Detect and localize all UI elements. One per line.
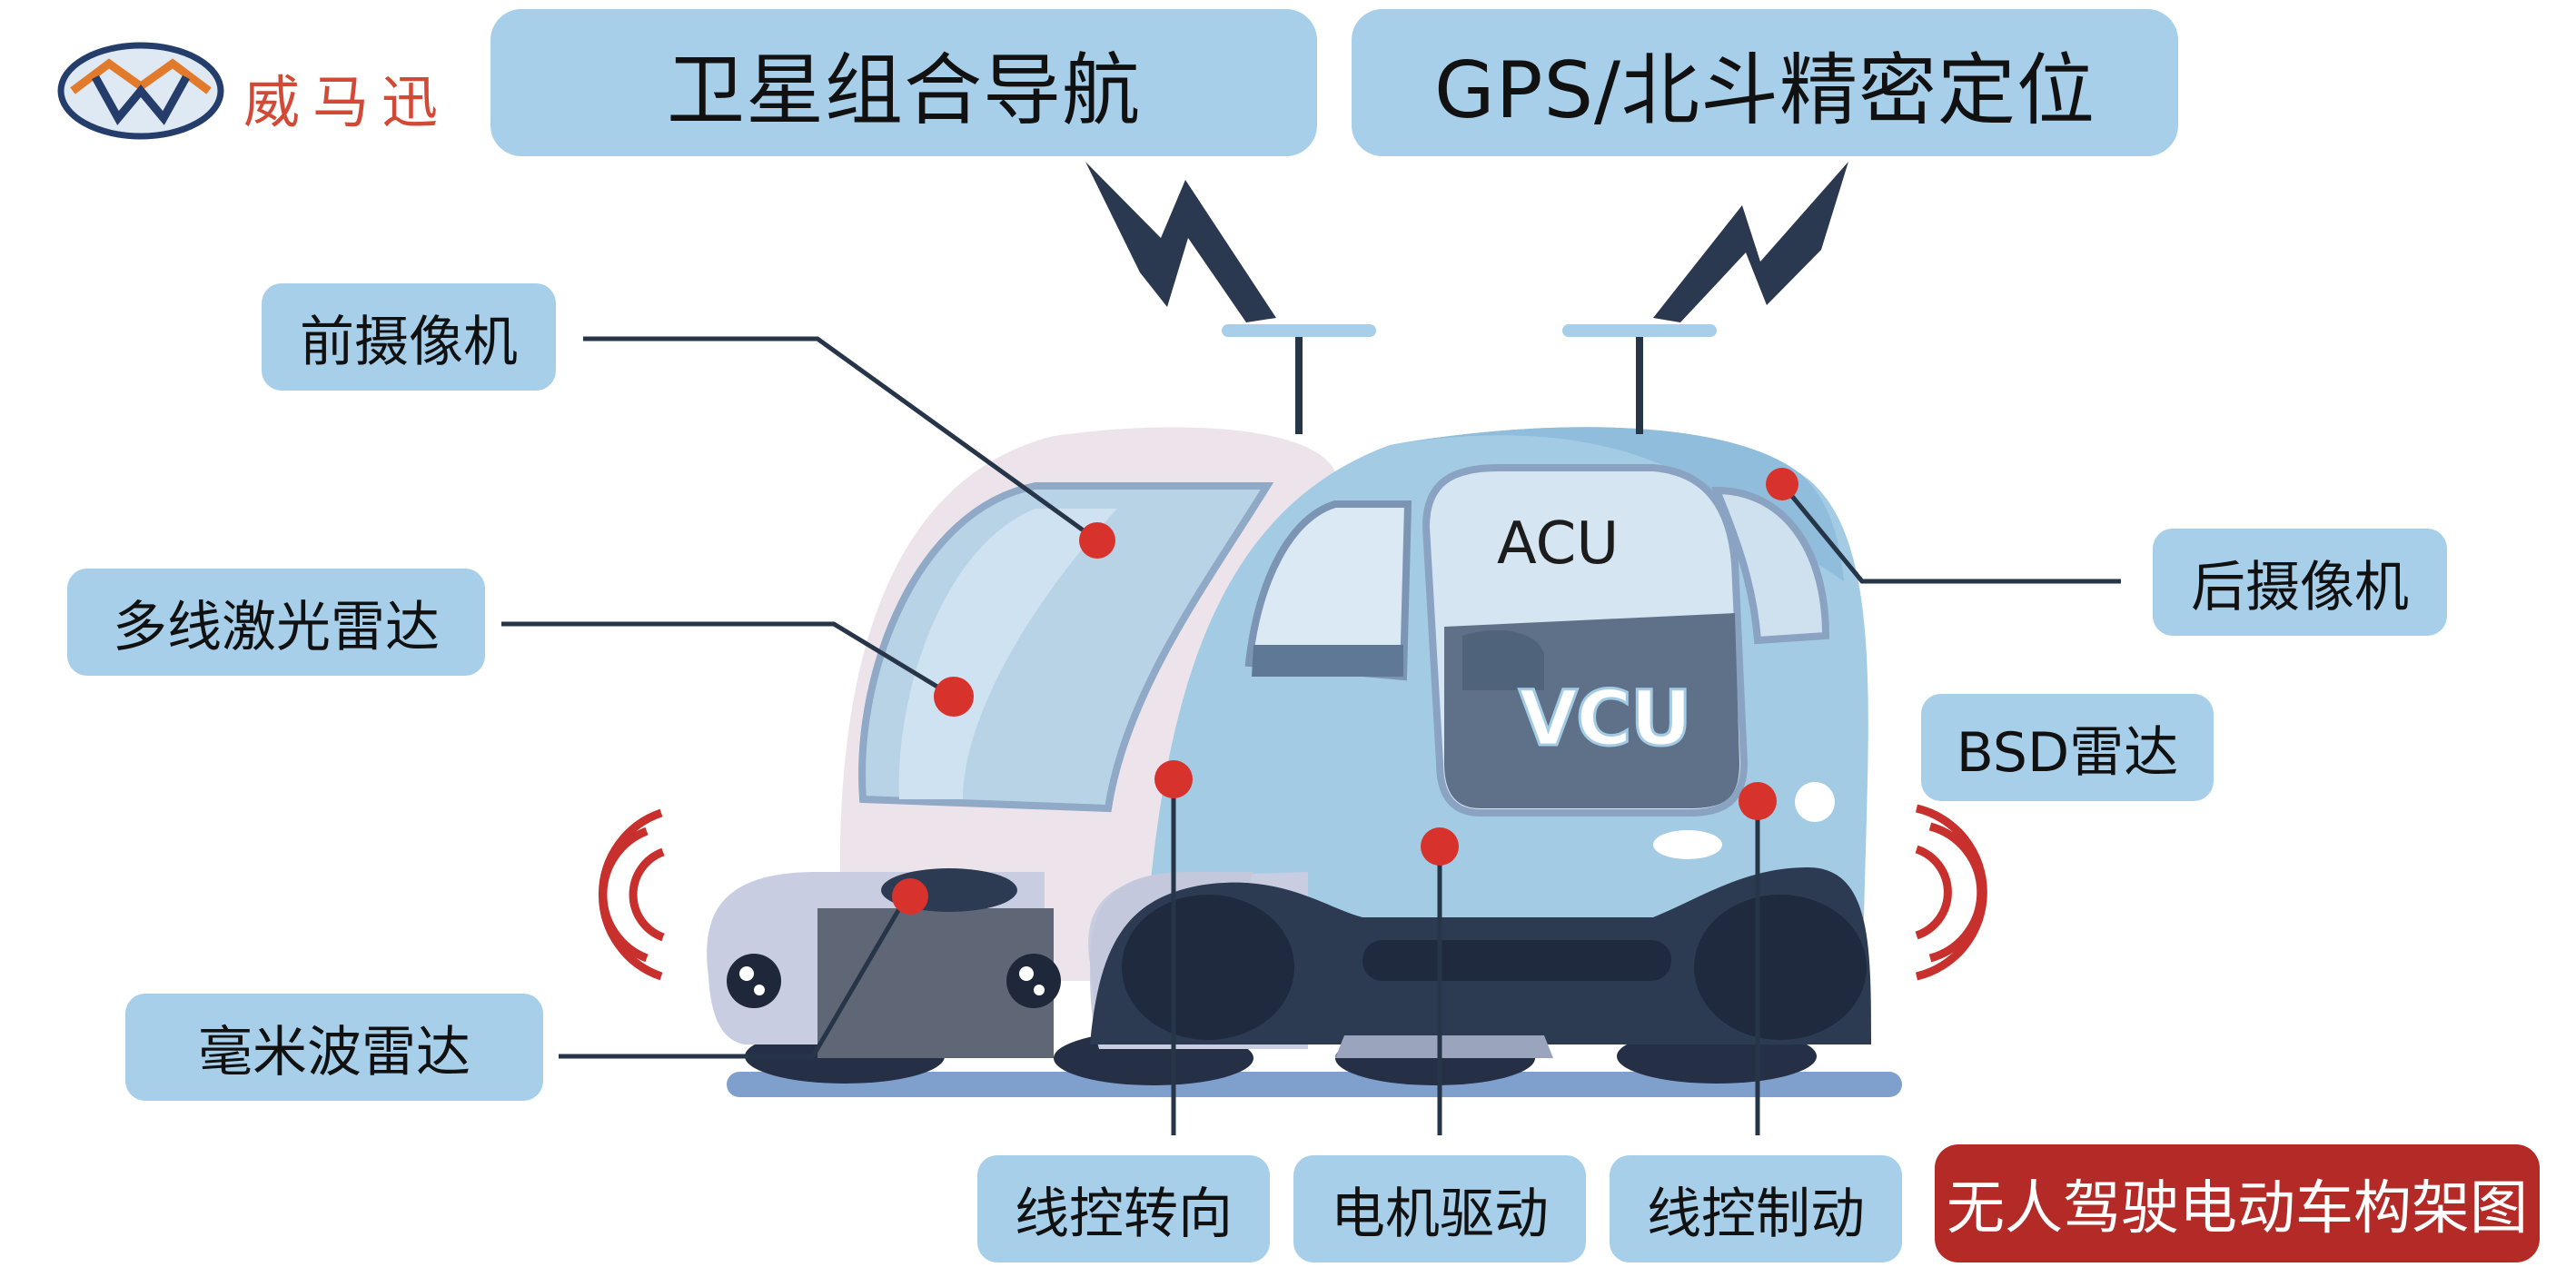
steer-by-wire-label: 线控转向 <box>977 1155 1270 1262</box>
brake-dot <box>1739 782 1777 820</box>
brake-by-wire-label: 线控制动 <box>1610 1155 1902 1262</box>
bsd-radar-label: BSD雷达 <box>1921 694 2214 801</box>
rear-camera-dot <box>1766 468 1798 500</box>
lidar-label: 多线激光雷达 <box>67 569 485 676</box>
radar-waves-left-icon <box>598 808 665 981</box>
diagram-title: 无人驾驶电动车构架图 <box>1935 1144 2540 1262</box>
rear-camera-label: 后摄像机 <box>2153 529 2447 636</box>
motor-dot <box>1421 827 1459 866</box>
front-camera-label: 前摄像机 <box>262 283 556 391</box>
antennas <box>1295 332 1643 434</box>
steering-dot <box>1154 760 1193 798</box>
front-camera-dot <box>1079 522 1115 559</box>
radar-waves-right-icon <box>1915 804 1987 981</box>
leader-lines <box>501 336 2121 1135</box>
logo-text: 威马迅 <box>243 69 451 135</box>
logo-icon <box>57 42 224 140</box>
motor-drive-label: 电机驱动 <box>1293 1155 1586 1262</box>
front-car-body <box>1006 427 1871 1058</box>
sensor-dots <box>892 468 1798 915</box>
signal-bolt-left-icon <box>1085 162 1276 322</box>
antenna-bar-right <box>1562 324 1717 337</box>
millimeter-wave-radar-label: 毫米波雷达 <box>125 994 543 1101</box>
gps-beidou-positioning-label: GPS/北斗精密定位 <box>1352 9 2178 156</box>
lidar-dot <box>934 677 974 717</box>
mm-radar-dot <box>892 878 928 915</box>
vcu-label: VCU <box>1518 673 1694 765</box>
ground-line <box>727 1072 1902 1097</box>
acu-label: ACU <box>1497 510 1620 578</box>
antenna-bar-left <box>1222 324 1376 337</box>
signal-bolt-right-icon <box>1653 162 1848 322</box>
satellite-navigation-label: 卫星组合导航 <box>490 9 1317 156</box>
